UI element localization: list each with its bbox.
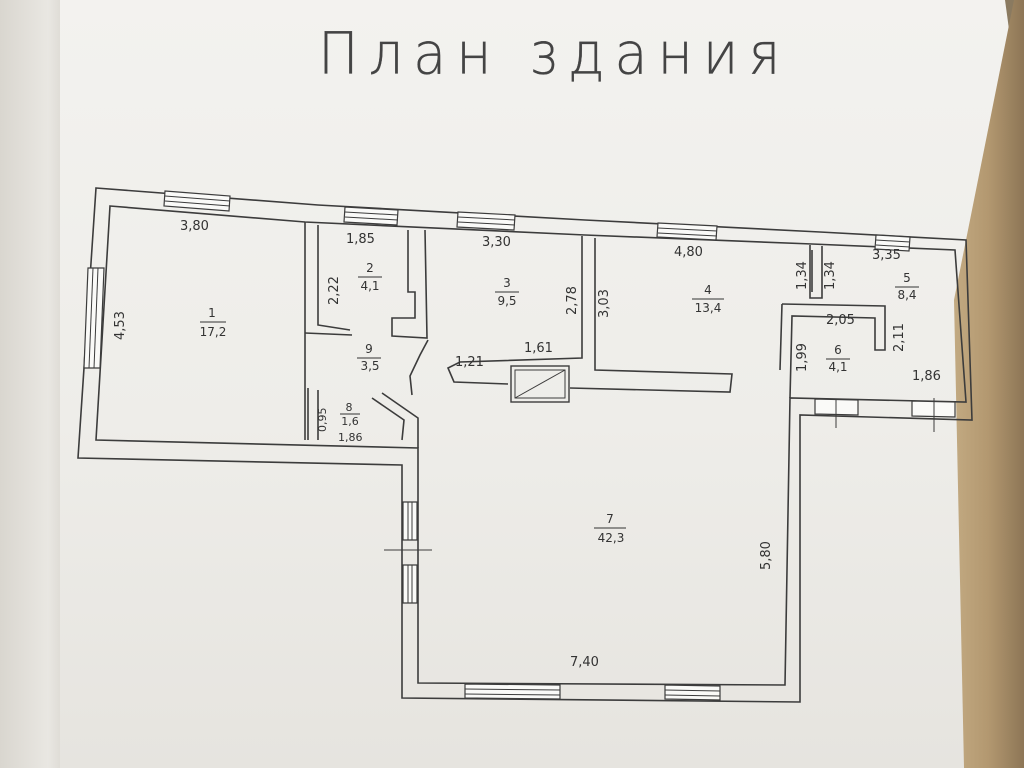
- room-7-label: 742,3: [594, 512, 626, 545]
- dim-r3-top: 3,30: [482, 235, 511, 250]
- shaft-box: [510, 365, 570, 403]
- room-7-number: 7: [606, 512, 614, 526]
- paper-sheet: [60, 0, 1024, 768]
- dim-r5-top: 3,35: [872, 248, 901, 263]
- room-9-number: 9: [365, 342, 373, 356]
- dim-r3-side: 2,78: [565, 286, 580, 315]
- dim-r6-left: 1,99: [795, 343, 810, 372]
- room-8-label: 81,6: [340, 401, 360, 428]
- room-5-number: 5: [903, 271, 911, 285]
- room-8-area: 1,6: [341, 415, 359, 428]
- dim-r7-side: 5,80: [759, 541, 774, 570]
- dim-r2-side: 2,22: [327, 276, 342, 305]
- room-5-label: 58,4: [895, 271, 919, 302]
- window-bottom-r7a: [464, 683, 561, 700]
- window-left-r7b: [402, 564, 418, 604]
- dim-r8-bottom: 1,86: [338, 431, 363, 444]
- window-bottom-r6: [814, 398, 859, 428]
- dim-corridor-a: 1,34: [795, 261, 810, 290]
- room-5-area: 8,4: [897, 288, 916, 302]
- room-6-number: 6: [834, 343, 842, 357]
- dim-r6-right: 2,11: [892, 323, 907, 352]
- dim-r2-top: 1,85: [346, 232, 375, 247]
- window-top-r4: [656, 222, 718, 241]
- dim-corridor-b: 1,34: [823, 261, 838, 290]
- room-1-number: 1: [208, 306, 216, 320]
- window-top-r5: [874, 234, 911, 252]
- room-9-area: 3,5: [360, 359, 379, 373]
- window-left-r7a: [402, 501, 418, 541]
- window-left-r1: [83, 267, 105, 369]
- window-top-r1: [163, 190, 231, 212]
- room-4-area: 13,4: [695, 301, 722, 315]
- dim-stair-121: 1,21: [455, 355, 484, 370]
- room-1-label: 117,2: [200, 306, 227, 339]
- dim-r1-side: 4,53: [113, 311, 128, 340]
- room-9-label: 93,5: [357, 342, 381, 373]
- room-labels: 117,2 24,1 39,5 413,4 58,4 64,1 742,3 81…: [200, 261, 919, 545]
- window-top-r2: [343, 206, 399, 226]
- dim-r6-top: 2,05: [826, 313, 855, 328]
- room-4-label: 413,4: [692, 283, 724, 315]
- plan-title: План здания: [318, 19, 791, 88]
- dim-r4-top: 4,80: [674, 245, 703, 260]
- dimension-labels: 3,80 4,53 1,85 2,22 3,30 2,78 4,80 3,03 …: [113, 219, 941, 670]
- room-4-number: 4: [704, 283, 712, 297]
- room-3-number: 3: [503, 276, 511, 290]
- outer-walls: [77, 187, 973, 703]
- window-bottom-r5: [911, 398, 956, 432]
- room-3-area: 9,5: [497, 294, 516, 308]
- dim-r8-side: 0,95: [316, 408, 329, 433]
- room-2-label: 24,1: [358, 261, 382, 293]
- dim-stair-161: 1,61: [524, 341, 553, 356]
- dim-r6-bottom: 1,86: [912, 369, 941, 384]
- windows: [83, 190, 956, 701]
- room-7-area: 42,3: [598, 531, 625, 545]
- dim-r7-bottom: 7,40: [570, 655, 599, 670]
- room-2-number: 2: [366, 261, 374, 275]
- room-2-area: 4,1: [360, 279, 379, 293]
- dim-r4-side: 3,03: [597, 289, 612, 318]
- room-3-label: 39,5: [495, 276, 519, 308]
- interior-walls: [304, 222, 886, 448]
- room-6-area: 4,1: [828, 360, 847, 374]
- window-bottom-r7b: [664, 684, 721, 701]
- room-6-label: 64,1: [826, 343, 850, 374]
- room-1-area: 17,2: [200, 325, 227, 339]
- dim-r1-top: 3,80: [180, 219, 209, 234]
- room-8-number: 8: [346, 401, 353, 414]
- window-top-r3: [456, 211, 516, 231]
